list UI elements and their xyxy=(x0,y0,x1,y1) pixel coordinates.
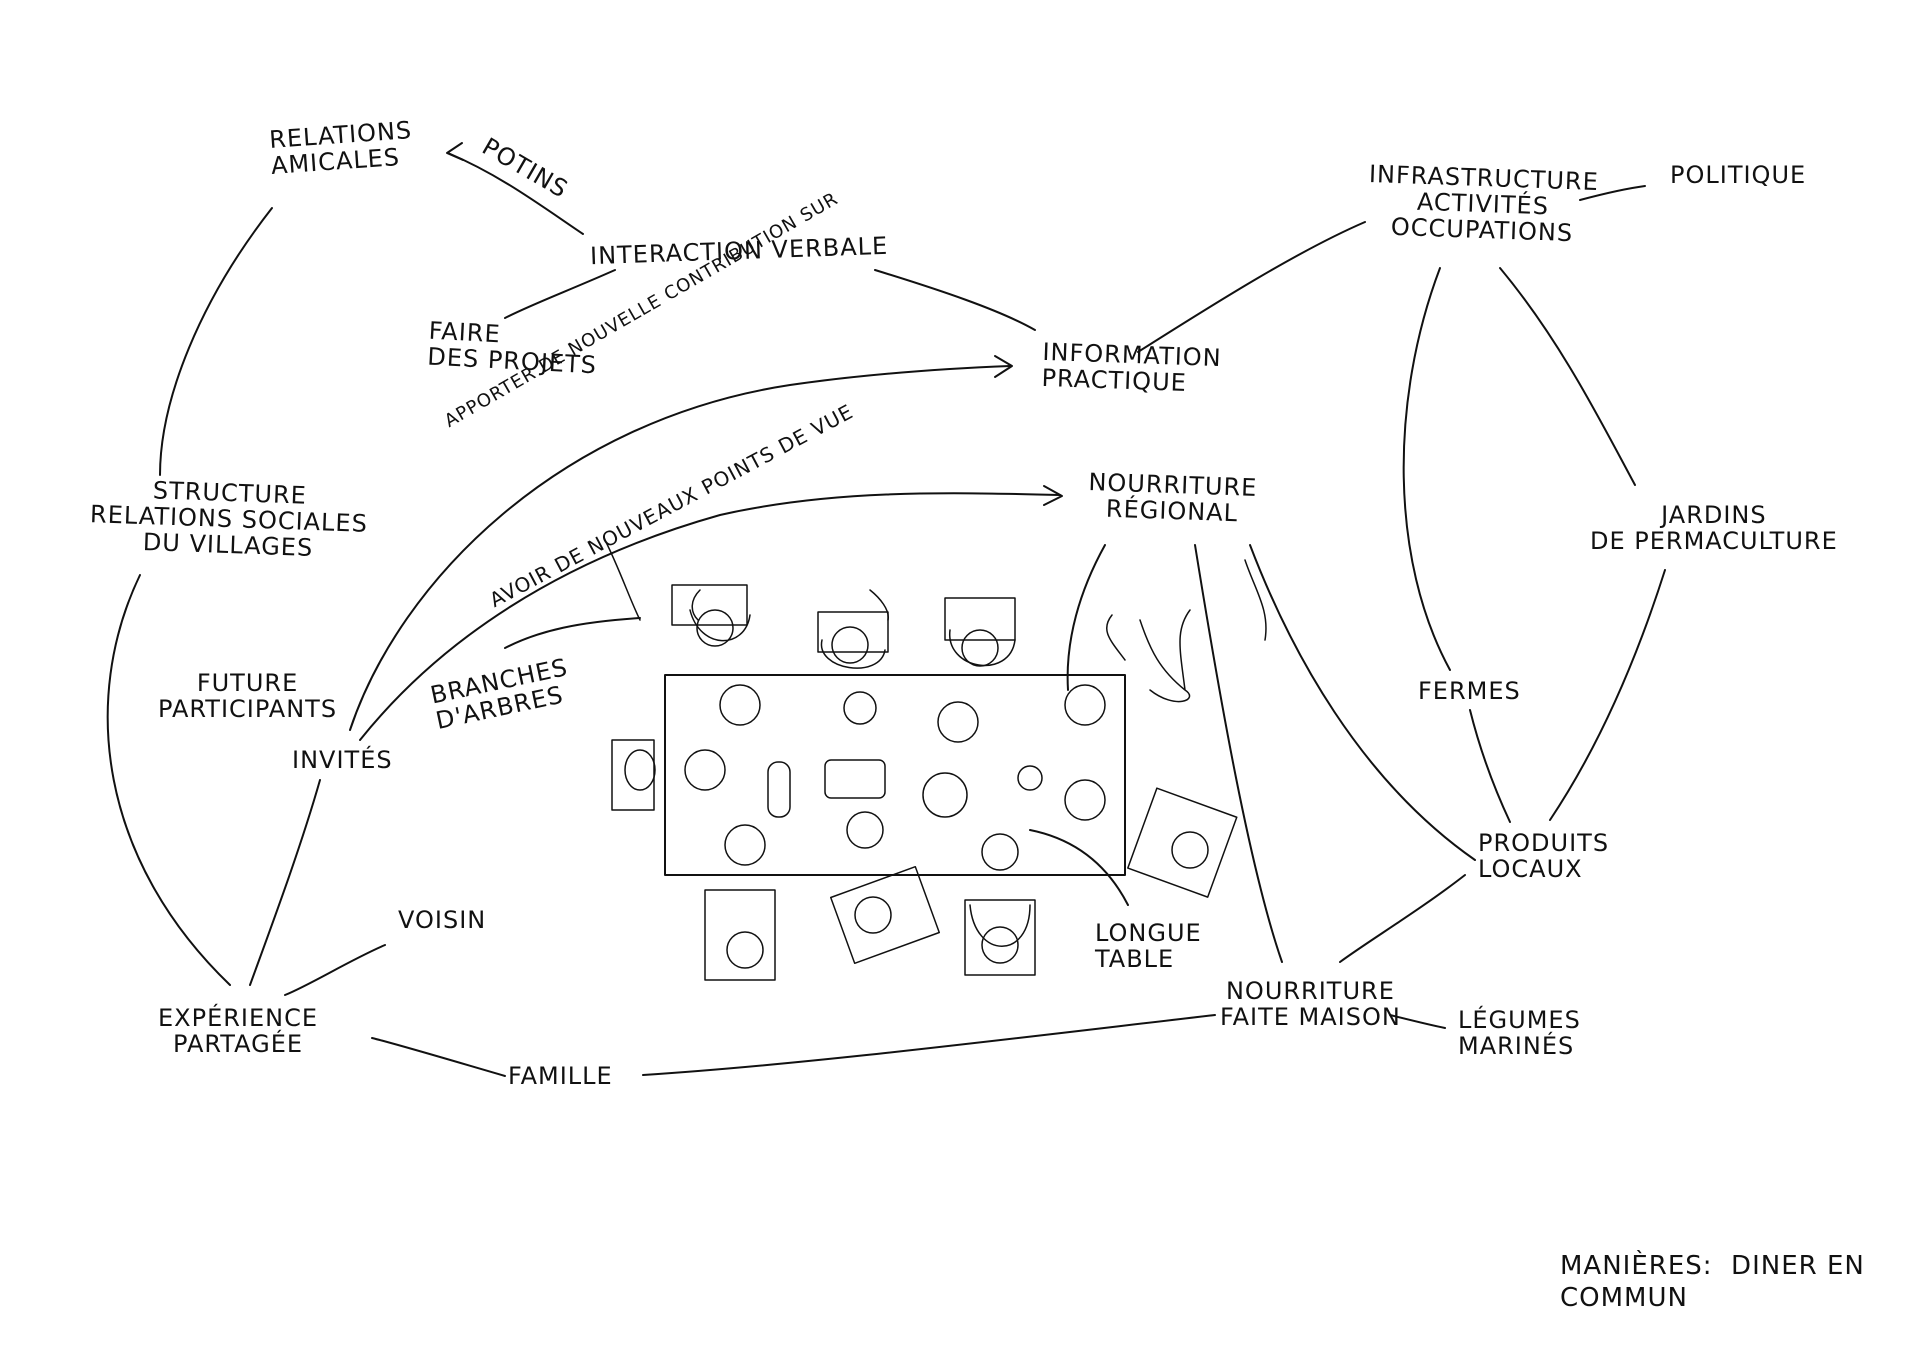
link-fermes-produits xyxy=(1469,709,1511,823)
person-head xyxy=(726,931,764,969)
link-infrastructure-jardins xyxy=(1499,267,1636,486)
node-invites: INVITÉS xyxy=(292,746,393,774)
link-branches-table xyxy=(504,617,641,649)
node-future-participants: FUTURE PARTICIPANTS xyxy=(158,669,338,723)
node-famille: FAMILLE xyxy=(508,1062,613,1090)
link-maison-legumes xyxy=(1389,1014,1446,1029)
plate xyxy=(937,701,979,743)
link-regional-table xyxy=(1066,544,1106,691)
link-invites-experience xyxy=(249,779,321,986)
plate xyxy=(846,811,884,849)
person-body xyxy=(949,629,1016,667)
chair xyxy=(944,597,1016,641)
chair xyxy=(671,584,748,626)
plate xyxy=(719,684,761,726)
link-maison-famille xyxy=(642,1014,1216,1076)
chair xyxy=(829,865,941,965)
node-structure: STRUCTURE RELATIONS SOCIALES DU VILLAGES xyxy=(89,476,369,562)
node-politique: POLITIQUE xyxy=(1670,161,1807,189)
link-longue-table xyxy=(1029,829,1129,906)
cup xyxy=(1017,765,1043,791)
person-body xyxy=(689,609,751,642)
person-head xyxy=(696,609,734,647)
arrowhead-regional xyxy=(1043,485,1063,506)
plate xyxy=(981,833,1019,871)
link-interaction-information xyxy=(874,269,1036,331)
chair xyxy=(964,899,1036,976)
bowl xyxy=(922,772,968,818)
plate xyxy=(843,691,877,725)
link-interaction-projets xyxy=(504,269,616,319)
plate xyxy=(684,749,726,791)
link-jardins-produits xyxy=(1549,569,1666,821)
person-head xyxy=(831,626,869,664)
link-produits-maison xyxy=(1339,874,1466,963)
link-relations-structure xyxy=(159,207,273,476)
connector-lines xyxy=(106,142,1666,1077)
person-body xyxy=(820,639,886,669)
link-regional-produits xyxy=(1249,544,1476,861)
node-voisin: VOISIN xyxy=(398,906,487,934)
person-head xyxy=(981,926,1019,964)
node-nourriture-maison: NOURRITURE FAITE MAISON xyxy=(1220,977,1401,1031)
person-head xyxy=(961,629,999,667)
node-relations-amicales: RELATIONS AMICALES xyxy=(268,116,414,180)
node-nourriture-regional: NOURRITURE RÉGIONAL xyxy=(1088,468,1258,528)
arrowhead-information xyxy=(994,355,1013,378)
chair xyxy=(704,889,776,981)
tree-branches xyxy=(604,539,1267,703)
node-produits-locaux: PRODUITS LOCAUX xyxy=(1478,829,1610,883)
person-head xyxy=(1171,831,1209,869)
link-famille-experience xyxy=(371,1037,506,1077)
serving-dish xyxy=(824,759,886,799)
node-information-practique: INFORMATION PRACTIQUE xyxy=(1041,337,1223,397)
link-invites-apporter xyxy=(349,365,1011,731)
diagram-title: MANIÈRES: DINER EN COMMUN xyxy=(1560,1251,1865,1313)
link-infrastructure-fermes xyxy=(1402,267,1451,671)
node-legumes: LÉGUMES MARINÉS xyxy=(1458,1006,1581,1060)
node-experience: EXPÉRIENCE PARTAGÉE xyxy=(158,1004,319,1058)
plate xyxy=(724,824,766,866)
chair xyxy=(611,739,655,811)
link-potins-arrow xyxy=(447,152,584,235)
person-head xyxy=(624,749,656,791)
person-head xyxy=(854,896,892,934)
long-table xyxy=(664,674,1126,876)
arrowhead-relations xyxy=(446,142,464,161)
chair xyxy=(1127,787,1238,898)
link-structure-experience xyxy=(106,574,231,986)
node-jardins: JARDINS DE PERMACULTURE xyxy=(1590,501,1838,555)
plate xyxy=(1064,779,1106,821)
plate xyxy=(1064,684,1106,726)
link-infrastructure-politique xyxy=(1579,185,1646,201)
link-information-infrastructure xyxy=(1137,221,1366,353)
node-fermes: FERMES xyxy=(1418,677,1521,705)
link-regional-maison xyxy=(1194,544,1283,963)
link-invites-avoir xyxy=(359,492,1061,741)
node-longue-table: LONGUE TABLE xyxy=(1095,919,1202,973)
person-body xyxy=(969,904,1031,947)
dinner-table-illustration xyxy=(604,539,1267,981)
link-voisin-experience xyxy=(284,944,386,996)
chair xyxy=(817,611,889,653)
bread xyxy=(767,761,791,818)
node-infrastructure: INFRASTRUCTURE ACTIVITÉS OCCUPATIONS xyxy=(1368,160,1600,248)
